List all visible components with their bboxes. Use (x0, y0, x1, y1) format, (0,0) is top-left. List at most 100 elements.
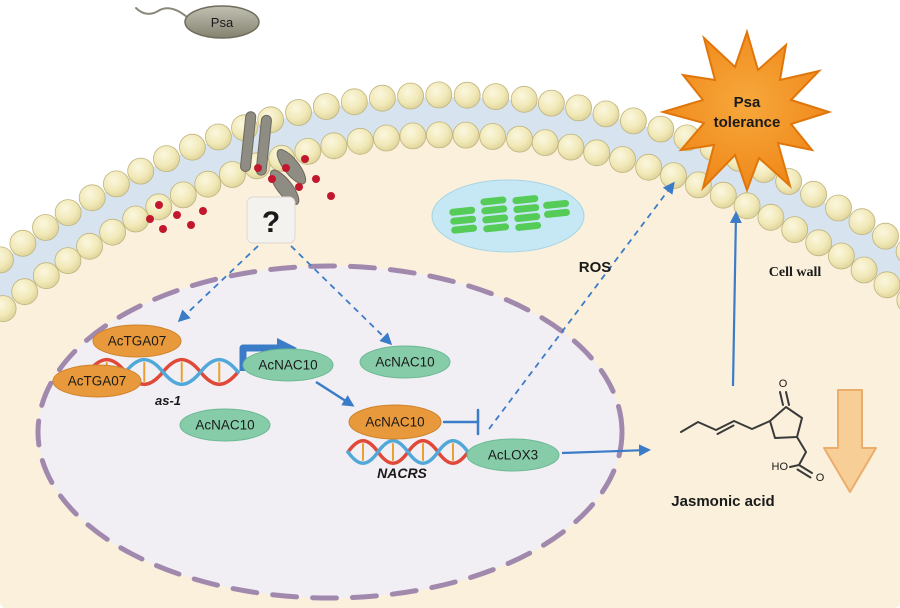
cell-wall-label: Cell wall (769, 265, 822, 280)
actga07-oval-upper: AcTGA07 (92, 324, 182, 358)
lipid-head (647, 115, 675, 143)
svg-text:AcTGA07: AcTGA07 (108, 334, 167, 349)
lipid-head (479, 123, 507, 150)
lipid-head (218, 161, 246, 188)
lipid-head (54, 247, 82, 275)
lipid-head (425, 81, 453, 109)
lipid-head (781, 216, 809, 244)
membrane-channel-a (240, 111, 272, 176)
membrane-lipid-heads (0, 81, 900, 322)
lipid-head (54, 199, 82, 227)
lipid-head (32, 262, 60, 290)
effector-dots (146, 155, 335, 233)
lipid-head (565, 94, 592, 122)
svg-text:AcNAC10: AcNAC10 (375, 355, 434, 370)
lipid-head (204, 123, 232, 151)
nac10-activation-arrow (315, 380, 355, 407)
svg-text:AcNAC10: AcNAC10 (258, 358, 317, 373)
lipid-head (635, 153, 663, 181)
lipid-head (76, 232, 103, 260)
lipid-head (0, 295, 17, 322)
lipid-head (122, 205, 150, 233)
psa-label: Psa (211, 15, 234, 30)
nucleus (35, 263, 625, 601)
lipid-head (896, 291, 900, 310)
lipid-head (169, 181, 197, 209)
lipid-head (850, 256, 878, 284)
burst-shape (659, 28, 833, 193)
membrane-band (0, 97, 900, 309)
ros-dashed-arrow (488, 181, 675, 430)
actga07-oval-lower: AcTGA07 (52, 364, 142, 398)
dashed-arrow-to-nac10 (290, 245, 393, 346)
unknown-signal-box: ? (246, 196, 296, 244)
inhibition-tbar (442, 408, 480, 436)
lipid-head (373, 124, 400, 152)
lipid-head (346, 127, 374, 155)
lipid-head (78, 184, 106, 212)
lipid-head (531, 129, 559, 157)
grana-stacks (449, 195, 570, 234)
aclox3-oval: AcLOX3 (466, 438, 560, 472)
carbonyl-o-label: O (779, 378, 788, 390)
lipid-head (482, 83, 510, 110)
lipid-head (312, 93, 340, 120)
svg-text:AcNAC10: AcNAC10 (365, 415, 424, 430)
lipid-head (99, 218, 126, 246)
lipid-head (538, 89, 565, 117)
lipid-head (848, 208, 876, 236)
lipid-head (11, 278, 39, 306)
lipid-head (609, 146, 636, 173)
lipid-head (127, 157, 155, 185)
lipid-head (583, 139, 611, 167)
psa-body (184, 5, 260, 39)
lipid-head (805, 229, 833, 257)
lipid-head (178, 133, 206, 161)
lipid-head (800, 180, 827, 208)
lipid-head (872, 222, 899, 250)
lipid-head (399, 122, 427, 150)
question-mark: ? (262, 206, 280, 239)
lipid-head (425, 121, 453, 149)
lipid-head (709, 181, 737, 209)
lipid-head (825, 194, 852, 222)
ja-to-membrane-arrow (729, 211, 742, 387)
svg-text:AcLOX3: AcLOX3 (488, 448, 538, 463)
lipid-head (660, 162, 687, 190)
lipid-head (32, 214, 59, 241)
lipid-head (510, 85, 538, 113)
aclox3-to-ja-arrow (561, 444, 651, 457)
acid-o-label: O (816, 472, 825, 484)
svg-text:AcNAC10: AcNAC10 (195, 418, 254, 433)
nacrs-label: NACRS (377, 465, 427, 481)
down-block-arrow (823, 389, 877, 493)
jasmonic-acid-label: Jasmonic acid (671, 493, 774, 510)
acnac10-oval-product: AcNAC10 (242, 348, 334, 382)
chloroplast (431, 179, 585, 253)
nacrs-promoter-dna (346, 439, 470, 465)
lipid-head (0, 246, 14, 274)
psa-bacterium: Psa (135, 5, 260, 39)
lipid-head (285, 99, 312, 126)
lipid-head (103, 170, 130, 198)
lipid-head (757, 203, 785, 231)
lipid-head (620, 107, 647, 135)
burst-label-line2: tolerance (714, 114, 781, 131)
as1-label: as-1 (155, 393, 181, 408)
svg-text:AcTGA07: AcTGA07 (68, 374, 127, 389)
psa-flagellum (135, 7, 188, 18)
lipid-head (506, 125, 533, 153)
burst-label-line1: Psa (734, 94, 761, 111)
lipid-head (9, 229, 37, 257)
chloroplast-body (431, 179, 585, 253)
lipid-head (320, 132, 348, 160)
lipid-head (368, 84, 396, 112)
lipid-head (557, 133, 585, 161)
lipid-head (873, 271, 900, 299)
lipid-head (453, 81, 481, 109)
dashed-arrow-to-tga07 (177, 245, 259, 323)
lipid-head (592, 100, 620, 128)
lipid-head (153, 145, 180, 173)
